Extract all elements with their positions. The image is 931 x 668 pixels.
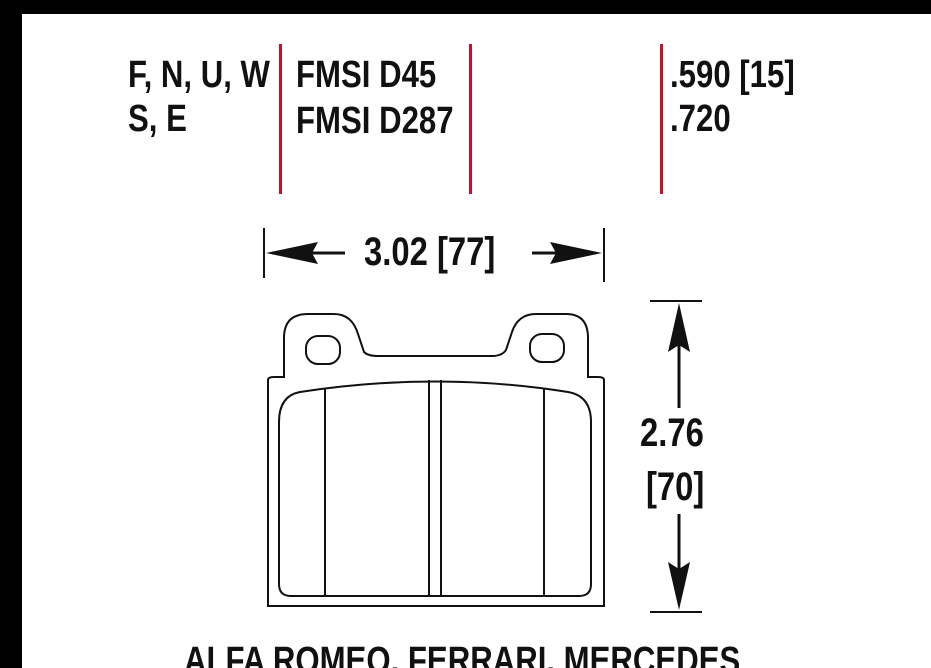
fmsi-number-line-2: FMSI D287: [296, 100, 454, 142]
mounting-hole-left: [305, 335, 341, 365]
width-arrowhead-left: [266, 242, 318, 264]
sheet-right-edge: [926, 14, 931, 668]
compound-codes-line-2: S, E: [128, 98, 187, 140]
header-divider-1: [279, 44, 282, 194]
fmsi-number-line-1: FMSI D45: [296, 54, 437, 96]
height-dimension-label-2: [70]: [646, 465, 705, 509]
header-divider-2: [469, 44, 472, 194]
thickness-line-2: .720: [670, 98, 731, 140]
header-divider-3: [660, 44, 663, 194]
height-dimension-label-1: 2.76: [640, 411, 704, 455]
drawing-sheet: [22, 14, 926, 668]
vehicle-applications: ALFA ROMEO, FERRARI, MERCEDES: [184, 640, 741, 668]
backing-plate-outline: [267, 313, 605, 607]
height-arrowhead-top: [668, 303, 690, 352]
mounting-hole-right: [529, 333, 565, 363]
width-dimension-label: 3.02 [77]: [364, 230, 496, 274]
height-arrowhead-bottom: [668, 562, 690, 610]
compound-codes-line-1: F, N, U, W: [128, 54, 270, 96]
friction-pad-outline: [278, 380, 592, 597]
thickness-line-1: .590 [15]: [670, 54, 795, 96]
width-arrowhead-right: [550, 242, 602, 264]
